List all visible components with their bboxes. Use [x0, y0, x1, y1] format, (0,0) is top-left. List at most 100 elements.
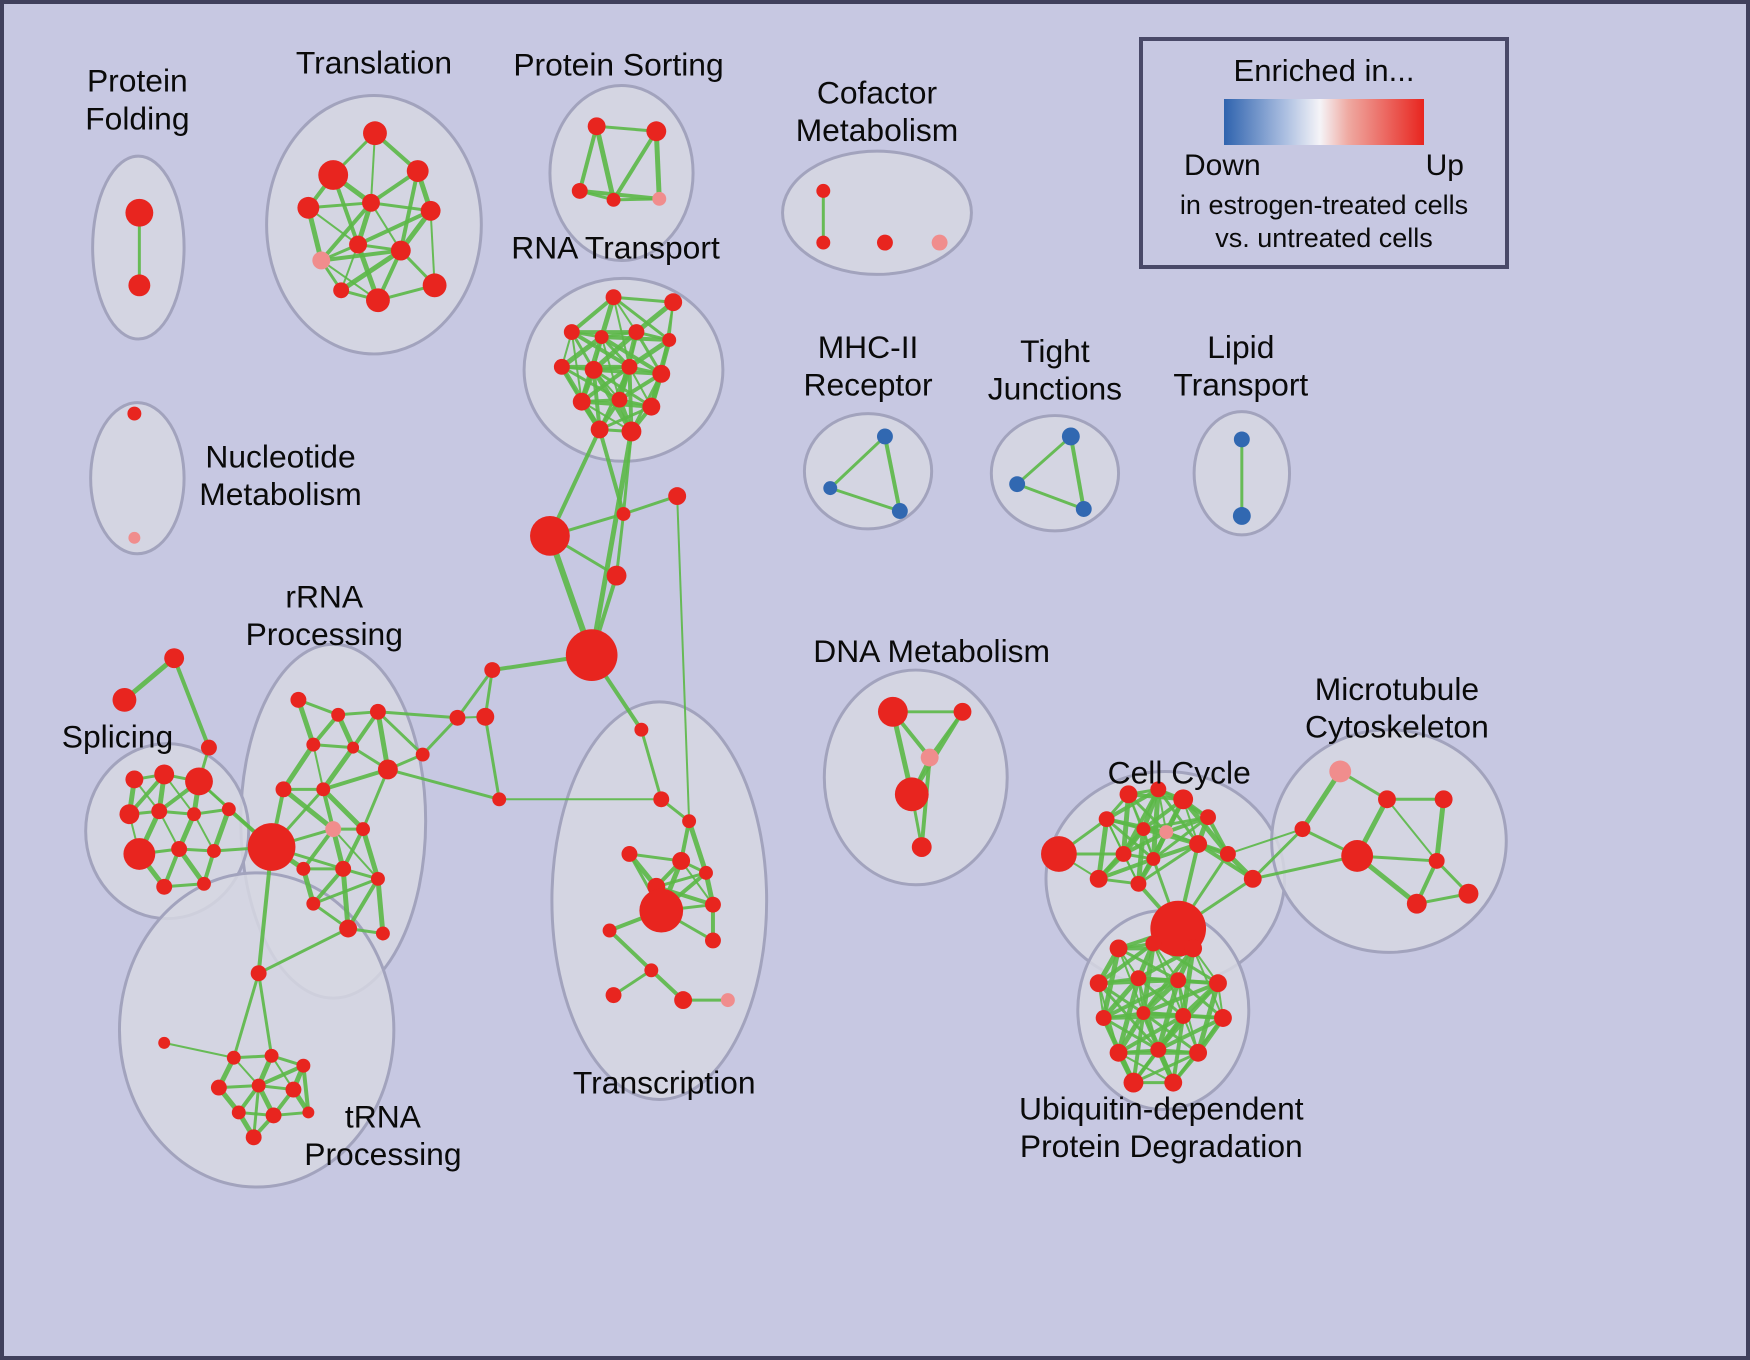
network-node-backbone-9[interactable]: [449, 709, 466, 726]
network-node-nucleotide-1[interactable]: [128, 531, 141, 544]
network-node-ubi-10[interactable]: [1213, 1009, 1232, 1027]
network-node-splicing-10[interactable]: [156, 878, 173, 895]
network-node-ubi-14[interactable]: [1123, 1072, 1144, 1093]
network-node-tight-2[interactable]: [1075, 501, 1092, 517]
network-node-trna-10[interactable]: [302, 1106, 315, 1119]
network-node-protein_sorting-1[interactable]: [646, 121, 667, 142]
network-node-translation-6[interactable]: [312, 251, 331, 270]
network-node-ubi-6[interactable]: [1209, 974, 1227, 993]
network-node-micro-4[interactable]: [1341, 840, 1374, 872]
network-node-cofactor-2[interactable]: [876, 234, 893, 251]
network-node-trna-6[interactable]: [251, 1078, 266, 1093]
network-node-rna_transport-7[interactable]: [584, 360, 603, 379]
network-node-mhc-1[interactable]: [823, 481, 838, 496]
network-node-rrna-15[interactable]: [339, 919, 358, 938]
network-node-micro-7[interactable]: [1406, 893, 1427, 914]
network-node-translation-7[interactable]: [349, 235, 368, 254]
network-node-backbone-5[interactable]: [484, 662, 501, 679]
network-node-ubi-15[interactable]: [1164, 1073, 1183, 1092]
network-node-splicing-1[interactable]: [154, 764, 175, 785]
network-node-rrna-5[interactable]: [377, 759, 398, 780]
network-node-cellcycle-11[interactable]: [1219, 846, 1236, 862]
network-node-translation-0[interactable]: [363, 121, 387, 146]
network-node-transcription-11[interactable]: [644, 963, 659, 978]
network-node-mhc-2[interactable]: [891, 503, 908, 519]
network-node-ubi-3[interactable]: [1089, 974, 1108, 993]
network-node-rrna-12[interactable]: [335, 860, 352, 877]
network-node-trna-3[interactable]: [264, 1048, 279, 1063]
network-node-rna_transport-10[interactable]: [572, 392, 591, 411]
network-node-cellcycle-14[interactable]: [1243, 869, 1262, 888]
network-node-protein_sorting-0[interactable]: [587, 117, 606, 136]
network-node-dna-3[interactable]: [894, 777, 929, 812]
network-node-translation-2[interactable]: [406, 160, 429, 182]
network-node-backbone-3[interactable]: [606, 565, 627, 586]
network-node-nucleotide-0[interactable]: [127, 406, 142, 421]
network-node-translation-1[interactable]: [318, 160, 349, 190]
network-node-rna_transport-6[interactable]: [553, 358, 570, 375]
network-node-backbone-0[interactable]: [530, 515, 570, 556]
network-node-cellcycle-6[interactable]: [1136, 822, 1151, 837]
network-node-ubi-0[interactable]: [1109, 939, 1128, 958]
network-node-splicing-3[interactable]: [119, 804, 140, 825]
network-node-trna-1[interactable]: [158, 1036, 171, 1049]
network-node-transcription-8[interactable]: [705, 896, 721, 913]
network-node-trna-5[interactable]: [210, 1079, 227, 1096]
network-node-rna_transport-13[interactable]: [590, 420, 609, 439]
network-node-rna_transport-11[interactable]: [611, 391, 628, 408]
network-node-rrna-3[interactable]: [306, 737, 321, 752]
network-node-rna_transport-1[interactable]: [664, 293, 683, 312]
network-node-protein_sorting-4[interactable]: [652, 191, 667, 206]
network-node-rna_transport-3[interactable]: [594, 330, 609, 344]
network-node-cellcycle-3[interactable]: [1150, 781, 1167, 798]
network-node-ubi-7[interactable]: [1095, 1010, 1112, 1026]
network-node-ubi-4[interactable]: [1130, 970, 1147, 987]
network-node-splicing-0[interactable]: [125, 770, 144, 789]
network-node-rrna-10[interactable]: [356, 822, 370, 837]
network-node-trna-2[interactable]: [226, 1050, 241, 1065]
network-node-rrna-13[interactable]: [370, 871, 385, 886]
network-node-ubi-1[interactable]: [1145, 935, 1162, 952]
network-node-ubi-13[interactable]: [1189, 1043, 1208, 1062]
network-node-lipid-0[interactable]: [1233, 431, 1250, 448]
network-node-micro-1[interactable]: [1378, 790, 1396, 809]
network-node-transcription-10[interactable]: [705, 932, 721, 949]
network-node-splicing-6[interactable]: [221, 802, 236, 817]
network-node-rrna-1[interactable]: [331, 707, 346, 722]
network-node-rna_transport-0[interactable]: [605, 289, 622, 306]
network-node-ubi-12[interactable]: [1150, 1041, 1167, 1058]
network-node-rrna-16[interactable]: [375, 926, 390, 941]
network-node-dna-1[interactable]: [953, 702, 972, 721]
network-node-micro-6[interactable]: [1458, 883, 1479, 904]
network-node-rrna-4[interactable]: [347, 741, 360, 754]
network-node-backbone-7[interactable]: [492, 792, 507, 807]
network-node-rrna-7[interactable]: [316, 782, 331, 797]
network-node-tight-1[interactable]: [1009, 476, 1026, 493]
network-node-transcription-2[interactable]: [682, 814, 697, 829]
network-node-cellcycle-1[interactable]: [1098, 811, 1115, 828]
network-node-rna_transport-9[interactable]: [652, 364, 671, 383]
network-node-trna-11[interactable]: [245, 1129, 262, 1146]
network-node-backbone-4[interactable]: [565, 629, 618, 681]
network-node-cellcycle-12[interactable]: [1089, 869, 1108, 888]
network-node-ubi-2[interactable]: [1184, 939, 1203, 958]
network-node-splicing-4[interactable]: [151, 803, 168, 820]
network-node-rna_transport-14[interactable]: [621, 421, 642, 442]
network-node-cofactor-3[interactable]: [931, 234, 948, 251]
network-node-transcription-4[interactable]: [672, 851, 691, 870]
network-node-splicing-9[interactable]: [206, 844, 221, 858]
network-node-trna-9[interactable]: [265, 1107, 282, 1124]
network-node-splicing-8[interactable]: [171, 841, 188, 857]
network-node-backbone-1[interactable]: [616, 507, 631, 521]
network-node-cellcycle-0[interactable]: [1041, 836, 1077, 872]
network-node-cellcycle-8[interactable]: [1189, 835, 1208, 853]
network-node-splicing-2[interactable]: [185, 767, 213, 796]
network-node-translation-9[interactable]: [422, 273, 447, 298]
network-node-cellcycle-9[interactable]: [1115, 846, 1132, 862]
network-node-lipid-1[interactable]: [1232, 507, 1251, 525]
network-node-protein_folding-0[interactable]: [125, 198, 154, 227]
network-node-trna-0[interactable]: [250, 965, 267, 982]
network-node-trna-8[interactable]: [231, 1105, 246, 1120]
network-node-protein_sorting-3[interactable]: [606, 192, 621, 207]
network-node-dna-0[interactable]: [877, 696, 908, 727]
